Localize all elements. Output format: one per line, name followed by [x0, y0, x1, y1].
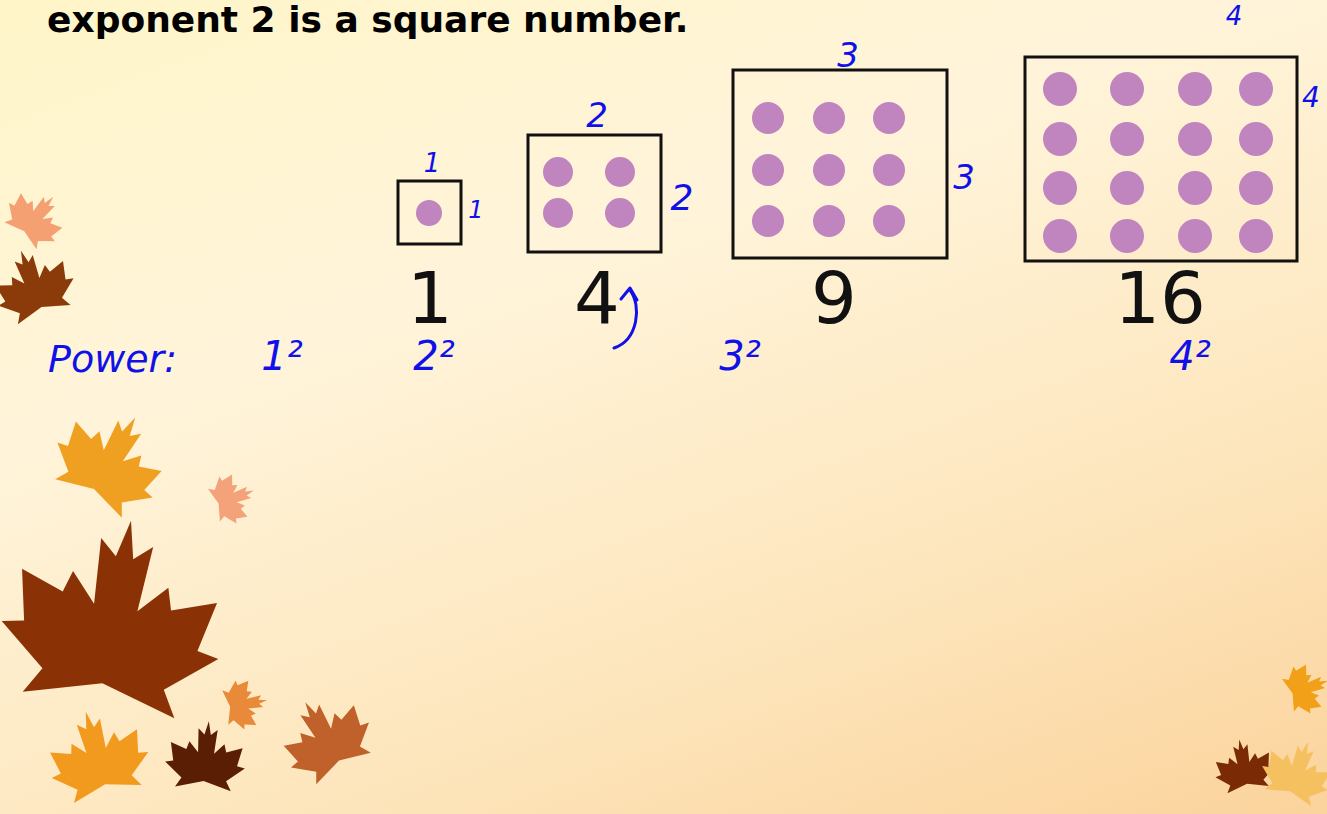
leaf — [0, 177, 76, 264]
power-heading: Power: — [48, 340, 177, 378]
square-frames — [398, 57, 1297, 261]
dot — [1239, 219, 1273, 253]
dot — [813, 102, 845, 134]
dot — [1178, 219, 1212, 253]
square-number: 9 — [811, 262, 857, 334]
square-number: 4 — [574, 262, 620, 334]
dot — [605, 157, 635, 187]
dot — [1239, 122, 1273, 156]
slide-title: exponent 2 is a square number. — [47, 2, 688, 38]
dot — [1239, 171, 1273, 205]
square-frame — [528, 135, 661, 252]
leaf — [37, 699, 161, 814]
dot — [1178, 122, 1212, 156]
dot — [873, 102, 905, 134]
side-length: 1 — [424, 150, 441, 176]
dot — [1178, 72, 1212, 106]
dot — [1043, 122, 1077, 156]
dot — [752, 102, 784, 134]
dot — [1110, 122, 1144, 156]
leaf — [0, 502, 239, 768]
dot — [873, 205, 905, 237]
power-notation: 1² — [261, 336, 302, 376]
square-number: 16 — [1114, 262, 1206, 334]
dot — [813, 205, 845, 237]
power-notation: 3² — [719, 336, 760, 376]
dot — [813, 154, 845, 186]
dot — [1043, 171, 1077, 205]
dot — [752, 154, 784, 186]
leaf — [30, 390, 183, 545]
dot — [1110, 171, 1144, 205]
square-frame — [398, 181, 461, 244]
dot-arrays — [416, 72, 1273, 253]
square-frame — [733, 70, 947, 258]
side-length: 1 — [468, 198, 483, 222]
leaf — [196, 467, 262, 532]
leaf — [211, 676, 271, 734]
dot — [543, 157, 573, 187]
side-length: 4 — [1226, 3, 1243, 29]
dot — [1110, 219, 1144, 253]
leaf — [1250, 730, 1327, 814]
power-notation: 4² — [1169, 336, 1210, 376]
leaf — [0, 237, 87, 343]
leaf — [266, 680, 391, 807]
leaf — [1270, 657, 1327, 722]
autumn-leaves — [0, 177, 1327, 814]
dot — [1043, 219, 1077, 253]
leaf — [162, 718, 249, 809]
dot — [543, 198, 573, 228]
dot — [752, 205, 784, 237]
dot — [873, 154, 905, 186]
dot — [1110, 72, 1144, 106]
side-length: 2 — [586, 98, 608, 132]
dot — [605, 198, 635, 228]
dot — [1239, 72, 1273, 106]
square-frame — [1025, 57, 1297, 261]
side-length: 2 — [671, 180, 694, 216]
power-notation: 2² — [413, 336, 454, 376]
side-length: 3 — [953, 160, 975, 194]
dot — [1178, 171, 1212, 205]
arrow-head — [621, 288, 637, 300]
dot — [1043, 72, 1077, 106]
square-number: 1 — [407, 262, 453, 334]
side-length: 3 — [837, 38, 859, 72]
side-length: 4 — [1302, 84, 1320, 112]
dot — [416, 200, 442, 226]
